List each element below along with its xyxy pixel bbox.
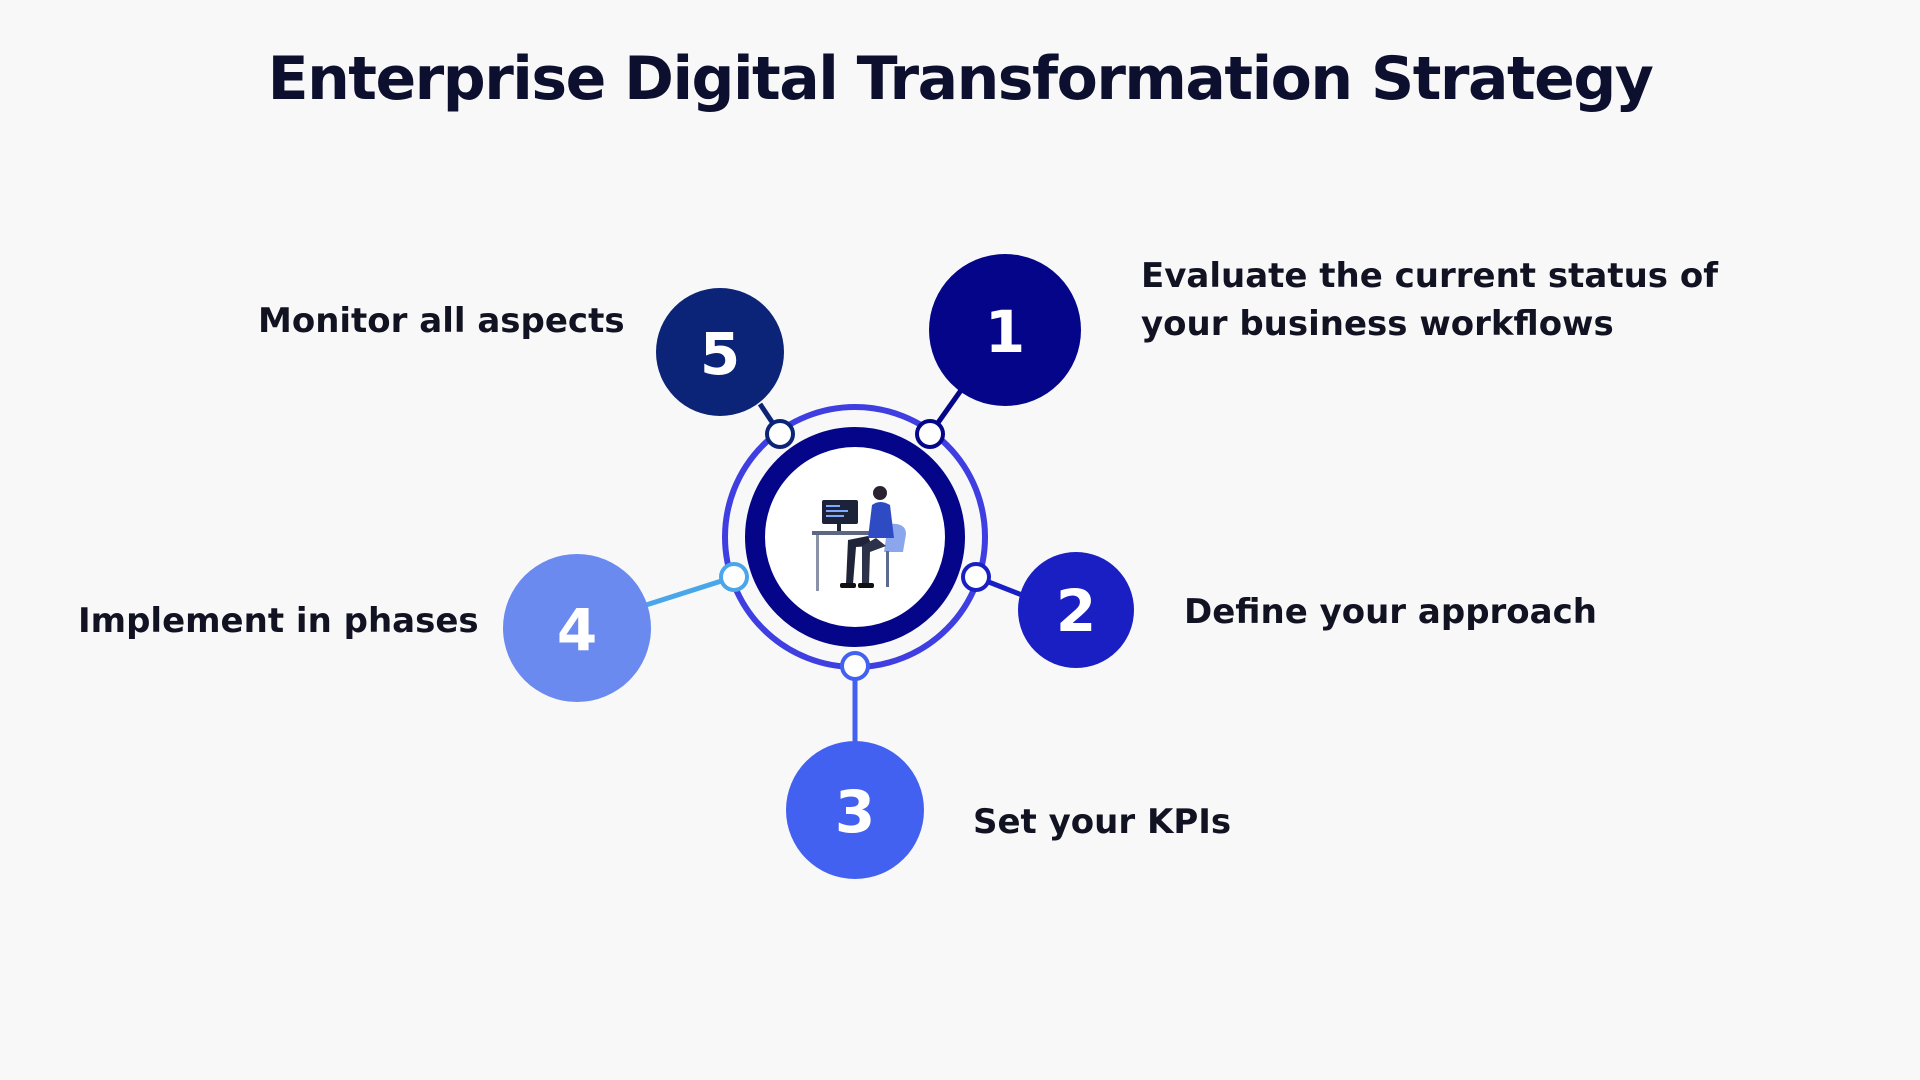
step-4-label: Implement in phases	[78, 601, 479, 641]
step-2-circle: 2	[1018, 552, 1134, 668]
step-3-number: 3	[835, 778, 875, 846]
step-1-circle: 1	[929, 254, 1081, 406]
step-1-label: Evaluate the current status of your busi…	[1141, 256, 1719, 344]
ring-dot-1	[915, 419, 945, 449]
step-2-number: 2	[1056, 577, 1096, 645]
step-1-number: 1	[985, 298, 1025, 366]
ring-dot-3	[840, 651, 870, 681]
ring-dot-4	[719, 562, 749, 592]
ring-dot-2	[961, 562, 991, 592]
page-title: Enterprise Digital Transformation Strate…	[267, 44, 1654, 114]
step-3-circle: 3	[786, 741, 924, 879]
ring-dot-5	[765, 419, 795, 449]
step-4-number: 4	[557, 596, 597, 664]
inner-ring	[745, 427, 965, 647]
person-at-computer-icon	[812, 486, 906, 591]
step-5-label: Monitor all aspects	[258, 301, 625, 341]
step-5-circle: 5	[656, 288, 784, 416]
step-2-label: Define your approach	[1184, 592, 1597, 632]
connector-4	[645, 574, 735, 608]
step-5-number: 5	[700, 320, 740, 388]
step-4-circle: 4	[503, 554, 651, 702]
step-3-label: Set your KPIs	[973, 802, 1232, 842]
